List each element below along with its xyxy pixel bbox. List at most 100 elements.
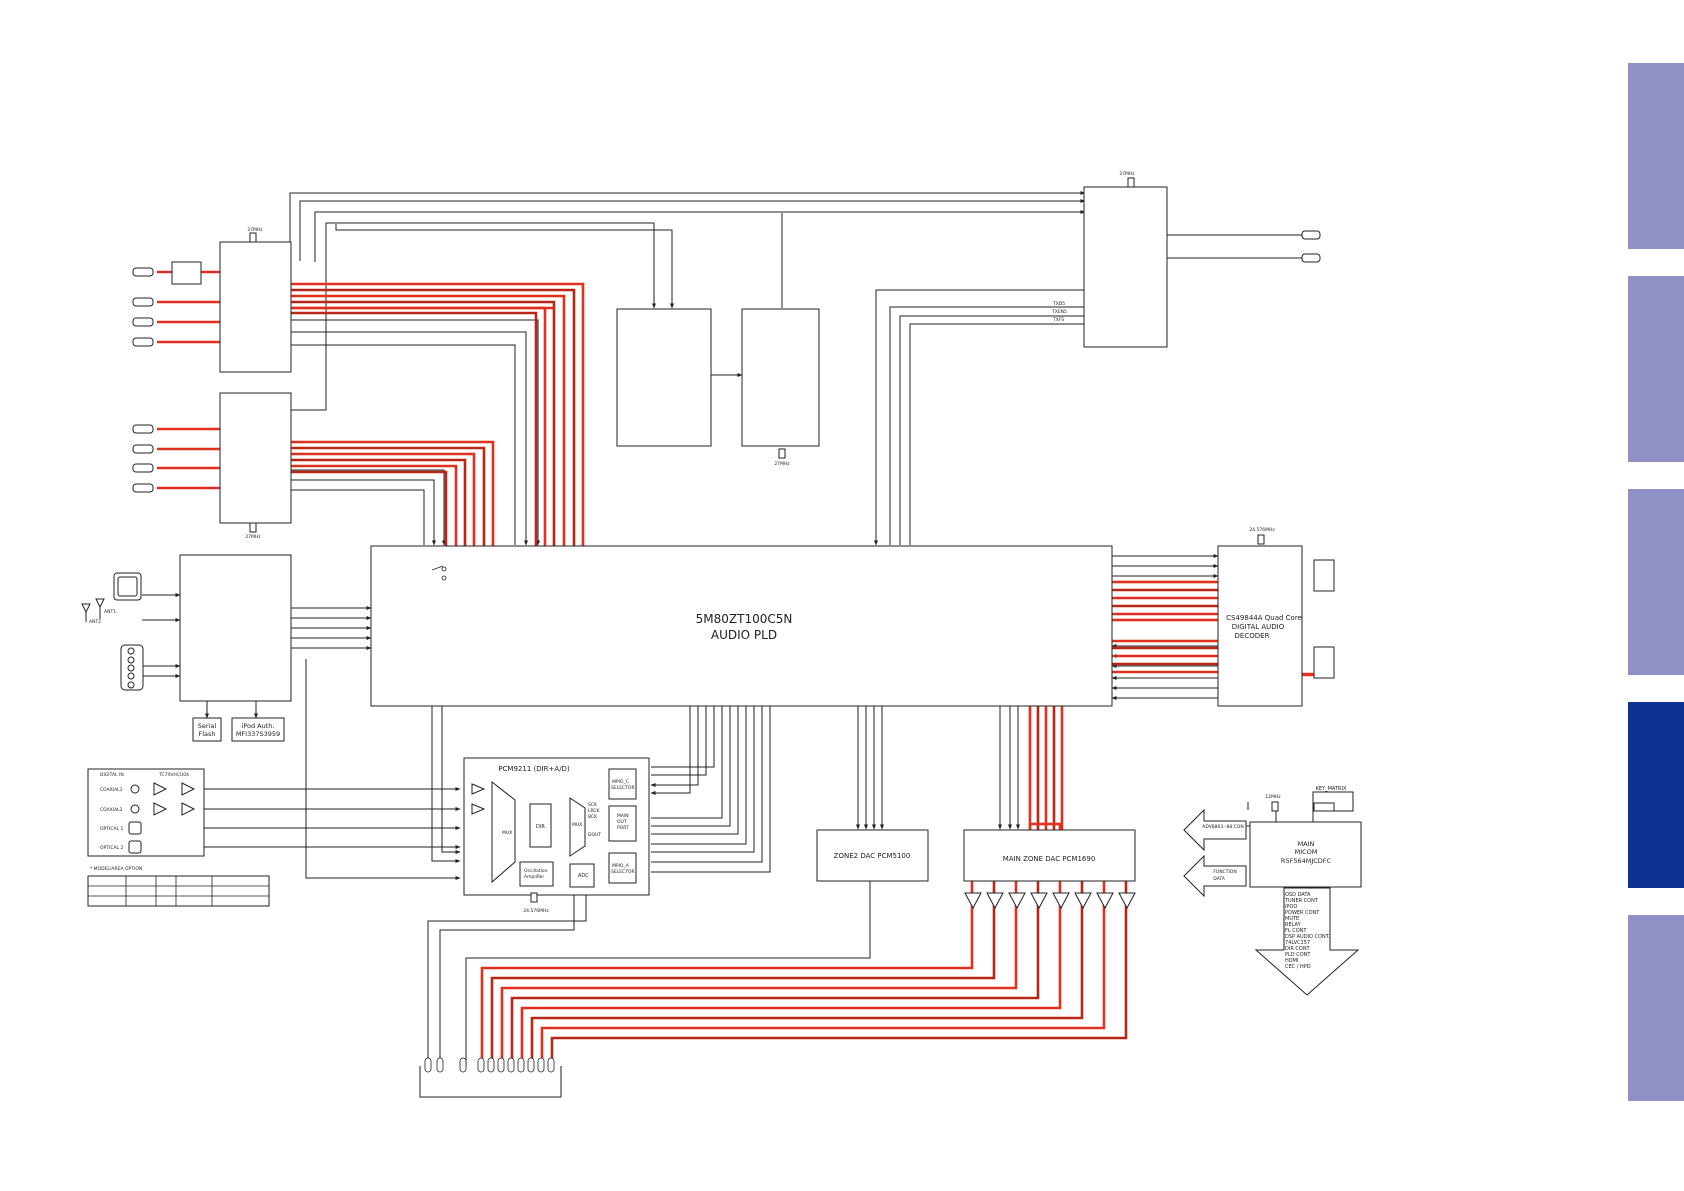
mid-xtal-label: 27MHz (774, 461, 790, 467)
ipod-auth-line2: MFI337S3959 (236, 730, 280, 738)
micom-line1: MAIN (1298, 840, 1315, 848)
osc-label-line2: Amplifier (524, 874, 544, 880)
pcm-mpio-a (608, 852, 637, 884)
chapter-tab-1[interactable] (1628, 63, 1684, 249)
chapter-tab-2[interactable] (1628, 276, 1684, 462)
antenna-icons (81, 598, 105, 622)
sck-line3: BCK (588, 814, 598, 820)
model-option-label: * MODEL/AREA OPTION (90, 866, 142, 872)
pld-subtitle: AUDIO PLD (711, 628, 777, 642)
crystals (249, 177, 1279, 903)
thin-signal-lines (136, 191, 1339, 1068)
pcm-dir (529, 803, 552, 848)
serial-flash-block (192, 717, 222, 742)
mpio-a-line2: SELECTOR (611, 869, 635, 875)
zone2-dac-block (816, 829, 929, 882)
mux-label: MUX (502, 830, 512, 836)
mpio-a-line1: MPIO_A (612, 863, 630, 869)
tuner-ipod-block (179, 554, 292, 702)
micom-signal-9: DIR CONT (1285, 946, 1311, 952)
pcm-mux-2 (569, 797, 586, 857)
pcm-mux-1 (491, 780, 516, 884)
audio-pld-block (370, 545, 1113, 707)
dsp-small-block-1 (1313, 559, 1335, 592)
option-table-grid (88, 876, 269, 906)
main-out-line3: PORT (617, 825, 629, 831)
chapter-tab-4-active[interactable] (1628, 702, 1684, 888)
txfs-label: TXFS (1052, 317, 1064, 323)
dsp-label-line2: DIGITAL AUDIO (1232, 623, 1285, 631)
dsp-block (1217, 545, 1303, 707)
dac-output-buffers (964, 892, 1136, 910)
micom-output-arrow (1254, 887, 1360, 996)
chapter-tab-3[interactable] (1628, 489, 1684, 675)
optical2-label: OPTICAL 2 (100, 845, 123, 851)
mpio-c-line1: MPIO_C (612, 779, 629, 785)
function-data-line1: FUNCTION (1213, 869, 1236, 875)
coaxial2-label: COAXIAL2 (100, 807, 123, 813)
dsp-label-line1: CS49844A Quad Core (1226, 614, 1302, 622)
sck-line1: SCK (588, 802, 598, 808)
micom-signal-0: OSD DATA (1285, 892, 1311, 898)
pld-input-switch (431, 565, 447, 581)
connector-pins (113, 230, 1335, 854)
output-pins (424, 1057, 555, 1073)
hdmi-receiver-block-1 (219, 241, 292, 373)
main-out-line2: OUT (617, 819, 627, 825)
top-xtal-label: 27MHz (1119, 171, 1135, 177)
micom-signal-2: iPOD (1285, 904, 1297, 910)
output-connector (419, 1066, 562, 1098)
hdmi-transmitter-block (1083, 186, 1168, 348)
micom-signal-1: TUNER CONT (1284, 898, 1319, 904)
chapter-tab-5[interactable] (1628, 915, 1684, 1101)
dsp-xtal-label: 24.576MHz (1249, 527, 1275, 533)
serial-flash-line1: Serial (198, 722, 217, 730)
main-zone-dac-label: MAIN ZONE DAC PCM1690 (1003, 855, 1096, 863)
micom-signal-list: OSD DATA TUNER CONT iPOD POWER CONT MUTE… (1284, 892, 1330, 970)
dout-label: DOUT (588, 832, 601, 838)
ant1-label: ANT1 (104, 609, 116, 615)
micom-arrows (1183, 808, 1360, 996)
function-data-line2: DATA (1213, 876, 1226, 882)
micom-signal-11: HDMI (1285, 958, 1298, 964)
micom-signal-8: 74LVC157 (1285, 940, 1310, 946)
dsp-label-line3: DECODER (1235, 632, 1270, 640)
micom-signal-7: DSP AUDIO CONT. (1285, 934, 1330, 940)
digital-in-buffers (153, 782, 486, 816)
digital-in-label: DIGITAL IN (100, 772, 124, 778)
hdmi-receiver-block-2 (219, 392, 292, 524)
hdmi-input-buffer (171, 261, 202, 285)
adc-label: ADC (578, 873, 589, 879)
ipod-auth-block (231, 717, 285, 742)
video-block-2 (741, 308, 820, 447)
micom-signal-12: CEC / HPD (1285, 964, 1311, 970)
main-out-line1: MAIN (617, 813, 629, 819)
micom-line3: R5F564MJCDFC (1281, 857, 1332, 865)
pcm-osc-amp (519, 861, 554, 887)
micom-signal-6: FL CONT (1285, 928, 1307, 934)
optical1-label: OPTICAL 1 (100, 826, 123, 832)
pcm9211-label: PCM9211 (DIR+A/D) (498, 765, 570, 773)
adv-con-label: ADV8863--88 CON (1202, 824, 1243, 830)
video-block-1 (616, 308, 712, 447)
micom-signal-5: RELAY (1285, 922, 1302, 928)
micom-signal-10: PLD CONT (1285, 952, 1311, 958)
sck-line2: LRCK (588, 808, 601, 814)
micom-signal-4: MUTE (1285, 916, 1299, 922)
mpio-c-line2: SELECTOR (611, 785, 635, 791)
main-zone-dac-block (963, 829, 1136, 882)
serial-flash-line2: Flash (198, 730, 215, 738)
function-data-arrow (1183, 854, 1247, 898)
tc74-label: TC74VHCU04 (158, 772, 189, 778)
txd-label: TXD5 (1052, 301, 1065, 307)
mux2-label: MUX (572, 822, 582, 828)
ipod-auth-line1: iPod Auth. (242, 722, 275, 730)
hdmi1-xtal-label: 27MHz (247, 227, 263, 233)
pld-title: 5M80ZT100C5N (696, 612, 793, 626)
micom-xtal-label: 12MHz (1265, 794, 1281, 800)
hdmi2-xtal-label: 27MHz (245, 534, 261, 540)
txen-label: TXEN5 (1051, 309, 1067, 315)
main-micom-block (1249, 821, 1362, 888)
dir-label: DIR (536, 824, 545, 830)
zone2-dac-label: ZONE2 DAC PCM5100 (834, 852, 911, 860)
